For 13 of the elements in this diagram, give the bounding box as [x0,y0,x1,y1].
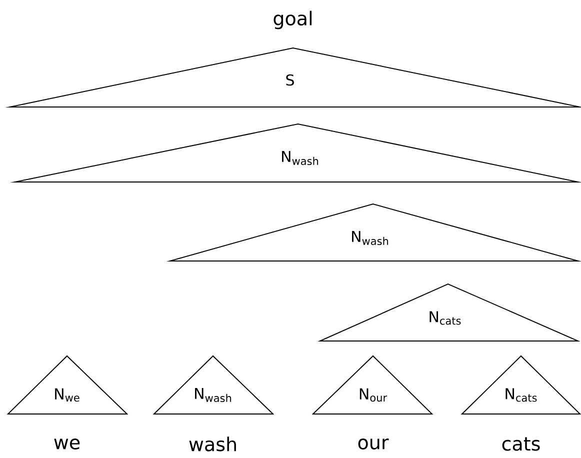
word-label: wash [189,436,236,452]
node-label: N$_{wash}$ [195,388,232,402]
node-label: S [286,74,294,86]
word-label: our [358,438,389,450]
node-label: N$_{cats}$ [506,388,537,402]
word-label: we [54,438,80,450]
word-label: goal [274,10,312,30]
word-label: cats [502,437,540,451]
node-label: N$_{our}$ [360,388,388,402]
node-label: N$_{cats}$ [430,311,461,325]
node-label: N$_{we}$ [55,388,80,402]
node-label: N$_{wash}$ [352,230,388,246]
node-label: N$_{wash}$ [282,150,318,166]
